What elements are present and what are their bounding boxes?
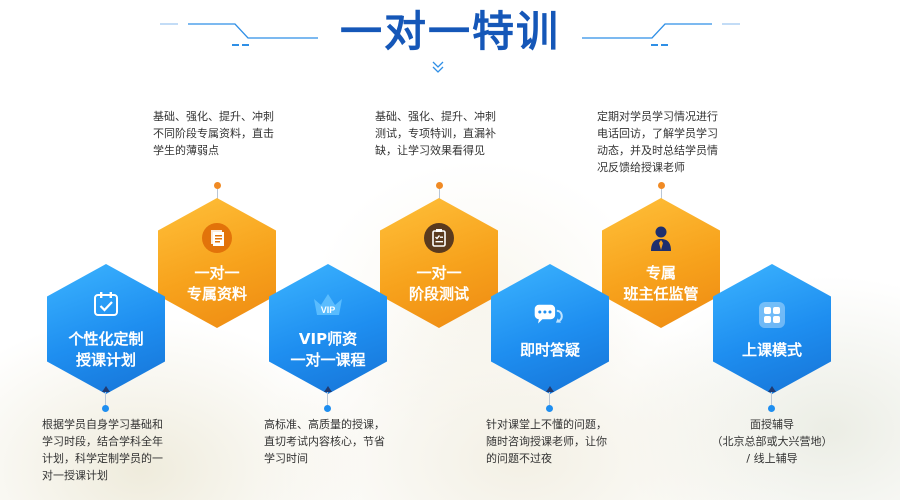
connector-dot bbox=[768, 405, 775, 412]
connector-arrow bbox=[768, 386, 776, 392]
vip-crown-icon: VIP bbox=[311, 287, 345, 321]
calendar-check-icon bbox=[89, 287, 123, 321]
desc-custom-plan: 根据学员自身学习基础和学习时段，结合学科全年计划，科学定制学员的一对一授课计划 bbox=[42, 418, 163, 482]
desc-vip-course: 高标准、高质量的授课，直切考试内容核心，节省学习时间 bbox=[264, 418, 385, 465]
desc-class-mode: 面授辅导（北京总部或大兴营地）/ 线上辅导 bbox=[711, 418, 833, 465]
chat-bubble-icon bbox=[533, 298, 567, 332]
connector-dot bbox=[658, 182, 665, 189]
connector-line bbox=[105, 392, 106, 405]
connector-dot bbox=[324, 405, 331, 412]
hex-head-teacher: 专属 班主任监管 bbox=[602, 198, 720, 328]
header-decoration bbox=[160, 23, 740, 73]
connector-line bbox=[661, 189, 662, 203]
document-stack-icon bbox=[200, 221, 234, 255]
desc-instant-qa: 针对课堂上不懂的问题，随时咨询授课老师，让你的问题不过夜 bbox=[486, 418, 607, 465]
page-title: 一对一特训 bbox=[339, 7, 560, 56]
connector-line bbox=[771, 392, 772, 405]
connector-dot bbox=[436, 182, 443, 189]
clipboard-test-icon bbox=[422, 221, 456, 255]
grid-apps-icon bbox=[755, 298, 789, 332]
desc-exclusive-materials: 基础、强化、提升、冲刺不同阶段专属资料，直击学生的薄弱点 bbox=[153, 110, 274, 157]
hex-class-mode: 上课模式 bbox=[713, 264, 831, 394]
desc-stage-test: 基础、强化、提升、冲刺测试，专项特训，直漏补缺，让学习效果看得见 bbox=[375, 110, 496, 157]
desc-head-teacher: 定期对学员学习情况进行电话回访，了解学员学习动态，并及时总结学员情况反馈给授课老… bbox=[597, 110, 718, 174]
connector-dot bbox=[546, 405, 553, 412]
connector-line bbox=[327, 392, 328, 405]
connector-dot bbox=[214, 182, 221, 189]
connector-arrow bbox=[324, 386, 332, 392]
connector-arrow bbox=[102, 386, 110, 392]
svg-text:VIP: VIP bbox=[321, 305, 336, 315]
connector-line bbox=[217, 189, 218, 203]
teacher-person-icon bbox=[644, 221, 678, 255]
connector-line bbox=[549, 392, 550, 405]
connector-arrow bbox=[546, 386, 554, 392]
connector-line bbox=[439, 189, 440, 203]
connector-dot bbox=[102, 405, 109, 412]
